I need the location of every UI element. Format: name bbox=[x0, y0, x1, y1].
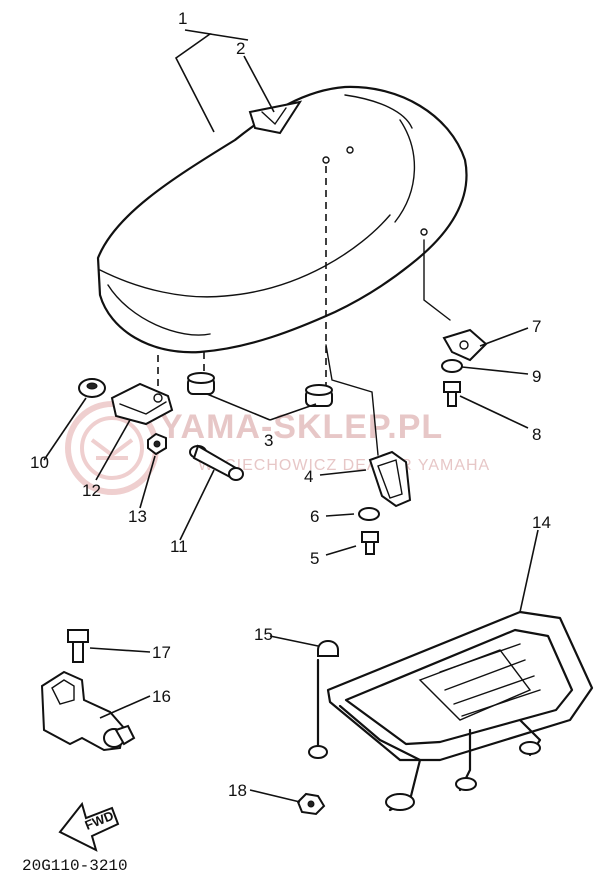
bracket-12 bbox=[110, 382, 174, 426]
nut-18 bbox=[296, 792, 326, 816]
seat-lock-16 bbox=[40, 670, 136, 752]
callout-11: 11 bbox=[170, 537, 188, 556]
seat bbox=[96, 85, 468, 354]
watermark: YAMA-SKLEP.PL W. CIECHOWICZ DEALER YAMAH… bbox=[65, 401, 490, 495]
callout-17: 17 bbox=[152, 643, 171, 662]
bolt-5 bbox=[361, 531, 379, 555]
callout-13: 13 bbox=[128, 507, 147, 526]
callout-4: 4 bbox=[304, 467, 313, 486]
bolt-17 bbox=[67, 629, 89, 663]
callout-12: 12 bbox=[82, 481, 101, 500]
callout-numbers: 1 2 3 4 5 6 7 8 9 10 11 12 13 14 15 16 1… bbox=[30, 9, 551, 800]
damper-3a bbox=[187, 372, 215, 395]
washer-9 bbox=[441, 359, 463, 373]
callout-18: 18 bbox=[228, 781, 247, 800]
pin-11 bbox=[189, 444, 244, 481]
bracket-7 bbox=[442, 328, 488, 362]
bolt-8 bbox=[443, 381, 461, 407]
watermark-brand: YAMA-SKLEP.PL bbox=[160, 408, 443, 446]
forward-direction-arrow: FWD bbox=[58, 801, 120, 852]
callout-6: 6 bbox=[310, 507, 319, 526]
callout-16: 16 bbox=[152, 687, 171, 706]
hook-4 bbox=[368, 450, 412, 508]
damper-3b bbox=[305, 384, 333, 407]
callout-2: 2 bbox=[236, 39, 245, 58]
callout-10: 10 bbox=[30, 453, 49, 472]
rear-carrier-14 bbox=[308, 610, 594, 812]
grommet-10 bbox=[78, 378, 106, 398]
seat-emblem bbox=[248, 100, 303, 135]
callout-9: 9 bbox=[532, 367, 541, 386]
callout-8: 8 bbox=[532, 425, 541, 444]
leader-lines bbox=[43, 29, 539, 803]
callout-7: 7 bbox=[532, 317, 541, 336]
washer-6 bbox=[358, 507, 380, 521]
nut-13 bbox=[147, 432, 167, 456]
watermark-subtitle: W. CIECHOWICZ DEALER YAMAHA bbox=[198, 457, 490, 474]
callout-3: 3 bbox=[264, 431, 273, 450]
callout-1: 1 bbox=[178, 9, 187, 28]
cap-nut-15 bbox=[317, 640, 339, 657]
callout-14: 14 bbox=[532, 513, 551, 532]
callout-5: 5 bbox=[310, 549, 319, 568]
diagram-code: 20G110-3210 bbox=[22, 857, 128, 875]
callout-15: 15 bbox=[254, 625, 273, 644]
